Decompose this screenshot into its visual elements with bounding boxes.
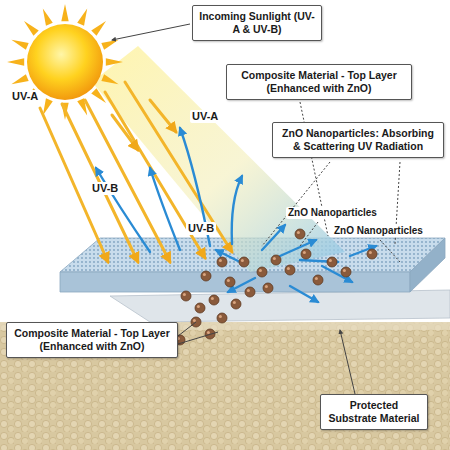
- callout-box: Composite Material - Top Layer (Enhanced…: [226, 64, 412, 100]
- incoming-rays: [40, 82, 232, 262]
- zno-particle: [285, 265, 295, 275]
- ray-label: UV-A: [190, 110, 220, 123]
- sun-ray: [61, 4, 68, 21]
- zno-particle: [295, 229, 305, 239]
- zno-particle: [181, 291, 191, 301]
- zno-particle: [313, 275, 323, 285]
- zno-particle: [209, 295, 219, 305]
- sun-ray: [101, 40, 118, 50]
- zno-particle: [327, 257, 337, 267]
- callout-box: Protected Substrate Material: [320, 394, 428, 430]
- zno-particle: [263, 283, 273, 293]
- zno-particle: [341, 267, 351, 277]
- zno-particle: [239, 257, 249, 267]
- substrate-block: [0, 322, 450, 450]
- ray-label: UV-A: [10, 90, 40, 103]
- zno-particle: [257, 267, 267, 277]
- callout-box: ZnO Nanoparticles: Absorbing & Scatterin…: [272, 122, 444, 158]
- callout-text: Composite Material - Top Layer (Enhanced…: [233, 69, 405, 95]
- sun-ray: [11, 74, 28, 84]
- callout-box: Incoming Sunlight (UV-A & UV-B): [192, 5, 322, 41]
- sun-ray: [11, 40, 28, 50]
- particle-label: ZnO Nanoparticles: [332, 225, 425, 237]
- sun: [27, 24, 103, 100]
- sun-rays: [7, 4, 123, 120]
- zno-particle: [231, 299, 241, 309]
- zno-particle: [245, 287, 255, 297]
- sun-ray: [91, 21, 106, 36]
- zno-particle: [195, 303, 205, 313]
- sun-ray: [106, 58, 123, 65]
- sun-ray: [77, 8, 87, 25]
- sun-ray: [43, 8, 53, 25]
- callout-text: Incoming Sunlight (UV-A & UV-B): [199, 10, 315, 36]
- zno-particle: [225, 277, 235, 287]
- zno-particle: [301, 249, 311, 259]
- slab-front-face: [60, 272, 410, 292]
- callout-text: ZnO Nanoparticles: Absorbing & Scatterin…: [279, 127, 437, 153]
- zno-particle: [217, 257, 227, 267]
- zno-particle: [367, 249, 377, 259]
- zno-particle: [271, 255, 281, 265]
- slab-side-face: [410, 238, 445, 292]
- particle-label: ZnO Nanoparticles: [286, 207, 379, 219]
- ray-label: UV-B: [186, 222, 216, 235]
- zno-particle: [217, 313, 227, 323]
- zno-particle: [201, 271, 211, 281]
- ray-label: UV-B: [90, 182, 120, 195]
- zno-particles: [175, 229, 377, 345]
- sun-ray: [24, 21, 39, 36]
- callout-box: Composite Material - Top Layer (Enhanced…: [6, 322, 178, 358]
- sun-ray: [43, 98, 53, 115]
- sun-ray: [7, 58, 24, 65]
- callout-text: Protected Substrate Material: [327, 399, 421, 425]
- sun-ray: [101, 74, 118, 84]
- sun-ray: [91, 88, 106, 103]
- interlayer: [110, 290, 450, 322]
- callout-text: Composite Material - Top Layer (Enhanced…: [13, 327, 171, 353]
